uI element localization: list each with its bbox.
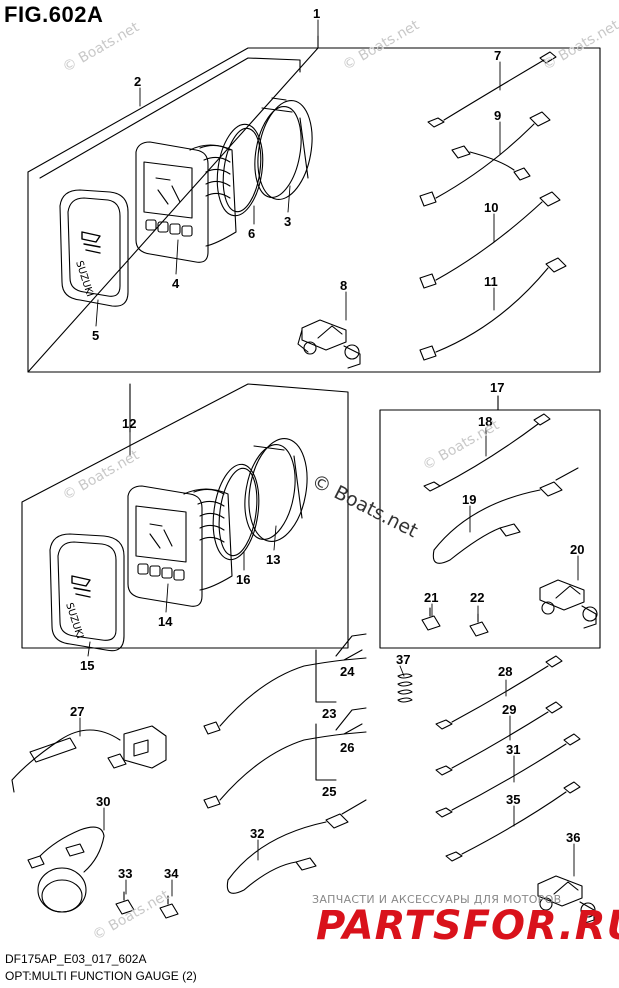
part-21-terminator xyxy=(421,607,441,631)
gauge-2-outline xyxy=(39,57,301,179)
callout-34: 34 xyxy=(164,866,179,881)
figure-caption: OPT:MULTI FUNCTION GAUGE (2) xyxy=(5,969,197,983)
callout-5: 5 xyxy=(92,328,99,343)
part-27-sensor xyxy=(11,725,167,793)
kit-12-boundary xyxy=(21,383,349,649)
callout-36: 36 xyxy=(566,830,580,845)
callout-18: 18 xyxy=(478,414,492,429)
callout-16: 16 xyxy=(236,572,250,587)
callout-10: 10 xyxy=(484,200,498,215)
callout-4: 4 xyxy=(172,276,180,291)
part-29-cable xyxy=(435,701,563,776)
part-10-harness xyxy=(419,191,561,289)
callout-13: 13 xyxy=(266,552,280,567)
callout-19: 19 xyxy=(462,492,476,507)
callout-20: 20 xyxy=(570,542,584,557)
figure-title: FIG.602A xyxy=(4,2,104,27)
part-32-cable xyxy=(226,799,367,894)
part-6-oring xyxy=(216,123,264,217)
callout-35: 35 xyxy=(506,792,520,807)
callout-9: 9 xyxy=(494,108,501,123)
callout-22: 22 xyxy=(470,590,484,605)
callout-14: 14 xyxy=(158,614,173,629)
callout-17: 17 xyxy=(490,380,504,395)
partsfor-logo: PARTSFOR.RU xyxy=(316,903,619,949)
part-36-tee xyxy=(537,875,596,925)
part-8-tee xyxy=(297,319,361,369)
part-20-tee xyxy=(539,579,598,629)
callout-33: 33 xyxy=(118,866,132,881)
part-37-spring xyxy=(397,673,413,703)
part-34-terminator xyxy=(159,895,179,919)
callout-6: 6 xyxy=(248,226,255,241)
part-16-oring xyxy=(212,463,260,561)
part-31-cable xyxy=(435,733,581,818)
part-15-cover: SUZUKI xyxy=(49,533,125,652)
callout-12: 12 xyxy=(122,416,136,431)
svg-text:SUZUKI: SUZUKI xyxy=(63,602,85,641)
part-18-cable xyxy=(423,413,551,492)
part-26-harness xyxy=(203,707,367,809)
callout-21: 21 xyxy=(424,590,438,605)
callout-23: 23 xyxy=(322,706,336,721)
part-33-terminator xyxy=(115,891,135,915)
part-35-cable xyxy=(445,781,581,862)
kit-17-boundary xyxy=(379,409,601,649)
callout-15: 15 xyxy=(80,658,94,673)
part-14-gauge xyxy=(127,485,233,607)
callout-2: 2 xyxy=(134,74,141,89)
callout-32: 32 xyxy=(250,826,264,841)
callout-28: 28 xyxy=(498,664,512,679)
callout-37: 37 xyxy=(396,652,410,667)
part-11-harness xyxy=(419,257,567,361)
part-5-cover: SUZUKI xyxy=(59,189,129,307)
callout-27: 27 xyxy=(70,704,84,719)
part-22-terminator xyxy=(469,613,489,637)
part-24-harness xyxy=(203,633,367,735)
callout-labels: 1 2 3 4 5 6 7 8 9 10 11 12 13 14 15 16 1… xyxy=(70,6,584,881)
partsfor-tagline: ЗАПЧАСТИ И АКСЕССУАРЫ ДЛЯ МОТОРОВ xyxy=(312,893,562,906)
callout-24: 24 xyxy=(340,664,355,679)
part-28-cable xyxy=(435,655,563,730)
callout-31: 31 xyxy=(506,742,520,757)
callout-7: 7 xyxy=(494,48,501,63)
part-7-cable xyxy=(427,51,557,128)
leader-lines xyxy=(79,19,579,897)
part-3-nut xyxy=(254,97,313,200)
callout-3: 3 xyxy=(284,214,291,229)
callout-26: 26 xyxy=(340,740,354,755)
callout-1: 1 xyxy=(313,6,320,21)
part-30-gps xyxy=(27,826,105,913)
part-9-harness xyxy=(419,111,551,207)
part-4-gauge xyxy=(135,141,237,263)
callout-25: 25 xyxy=(322,784,336,799)
callout-30: 30 xyxy=(96,794,110,809)
kit-1-boundary xyxy=(27,35,601,373)
part-19-cable xyxy=(432,467,579,564)
callout-11: 11 xyxy=(484,274,498,289)
callout-8: 8 xyxy=(340,278,347,293)
svg-text:SUZUKI: SUZUKI xyxy=(73,260,95,299)
part-13-nut xyxy=(244,438,308,542)
model-code: DF175AP_E03_017_602A xyxy=(5,952,147,966)
callout-29: 29 xyxy=(502,702,516,717)
